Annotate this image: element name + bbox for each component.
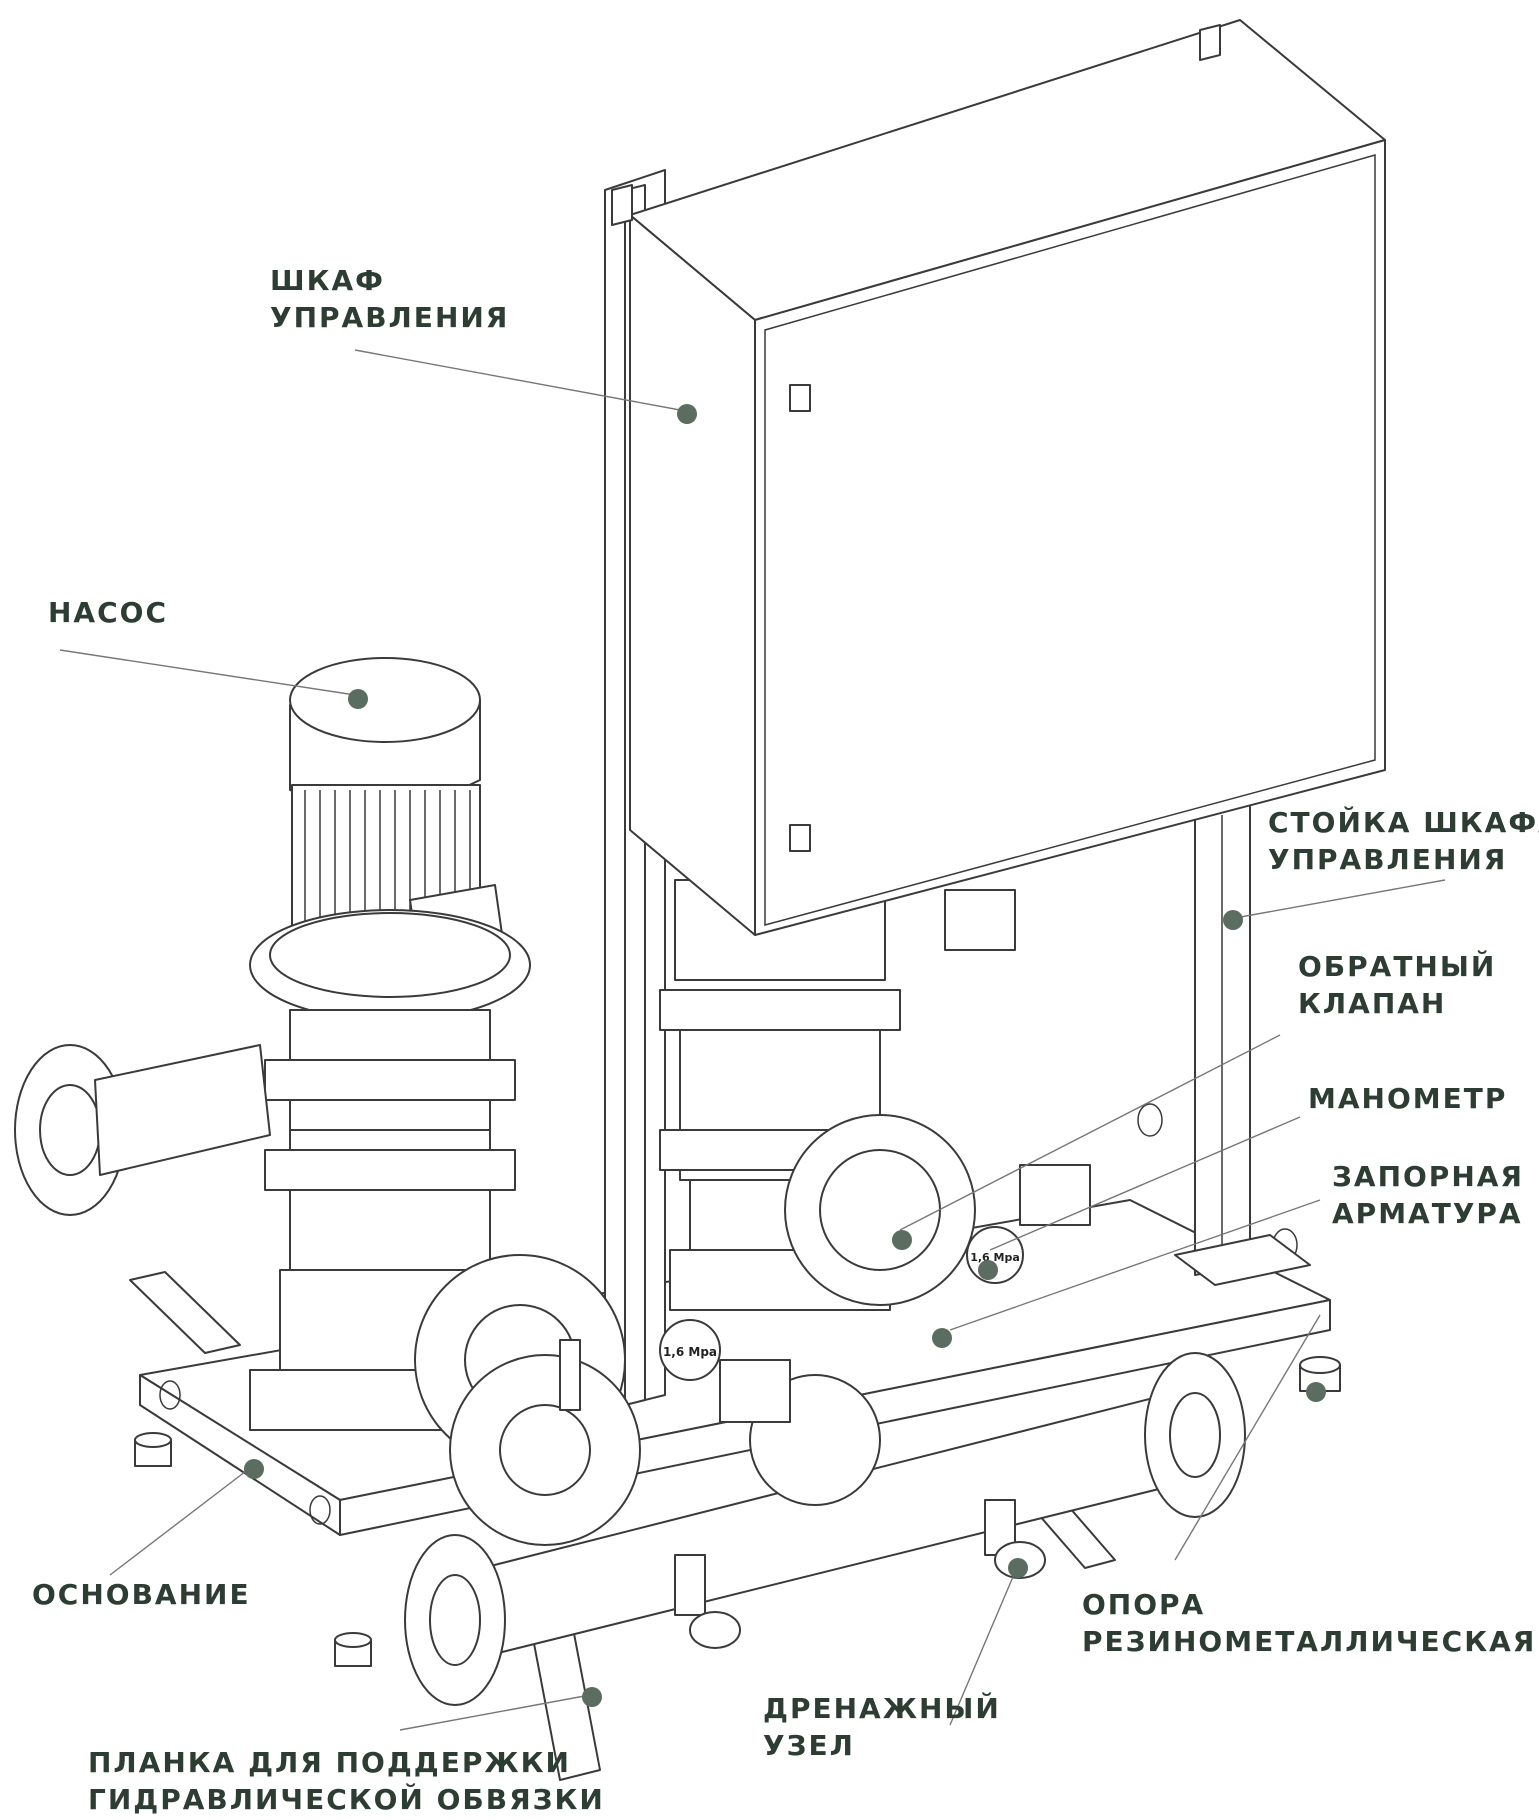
label-base: ОСНОВАНИЕ	[32, 1578, 251, 1611]
cabinet-marker	[677, 404, 697, 424]
shutoff-valve-marker	[932, 1328, 952, 1348]
drain-marker	[1008, 1558, 1028, 1578]
support-feet	[134, 1356, 1341, 1667]
label-cabinet: ШКАФ УПРАВЛЕНИЯ	[270, 264, 510, 334]
base-marker	[244, 1459, 264, 1479]
label-pump: НАСОС	[48, 596, 169, 629]
support-bar-marker	[582, 1687, 602, 1707]
right-gauge-reading: 1,6 Mpa	[970, 1251, 1020, 1264]
pump-marker	[348, 689, 368, 709]
drain-unit	[674, 1499, 1046, 1649]
manifold-pipes	[14, 1044, 1246, 1706]
label-support-bar: ПЛАНКА ДЛЯ ПОДДЕРЖКИ ГИДРАВЛИЧЕСКОЙ ОБВЯ…	[88, 1746, 605, 1816]
manometer-marker	[978, 1260, 998, 1280]
marker-dots	[244, 404, 1326, 1707]
stand-marker	[1223, 910, 1243, 930]
label-cabinet-stand: СТОЙКА ШКАФА УПРАВЛЕНИЯ	[1268, 806, 1539, 876]
control-cabinet	[611, 19, 1386, 936]
left-gauge-reading: 1,6 Mpa	[663, 1345, 717, 1359]
label-shutoff-valve: ЗАПОРНАЯ АРМАТУРА	[1332, 1160, 1524, 1230]
leader-lines	[59, 349, 1446, 1731]
label-check-valve: ОБРАТНЫЙ КЛАПАН	[1298, 950, 1497, 1020]
label-drain-unit: ДРЕНАЖНЫЙ УЗЕЛ	[763, 1692, 1001, 1762]
support-marker	[1306, 1382, 1326, 1402]
label-manometer: МАНОМЕТР	[1308, 1082, 1508, 1115]
check-valve-marker	[892, 1230, 912, 1250]
label-rubber-metal-support: ОПОРА РЕЗИНОМЕТАЛЛИЧЕСКАЯ	[1082, 1588, 1537, 1658]
